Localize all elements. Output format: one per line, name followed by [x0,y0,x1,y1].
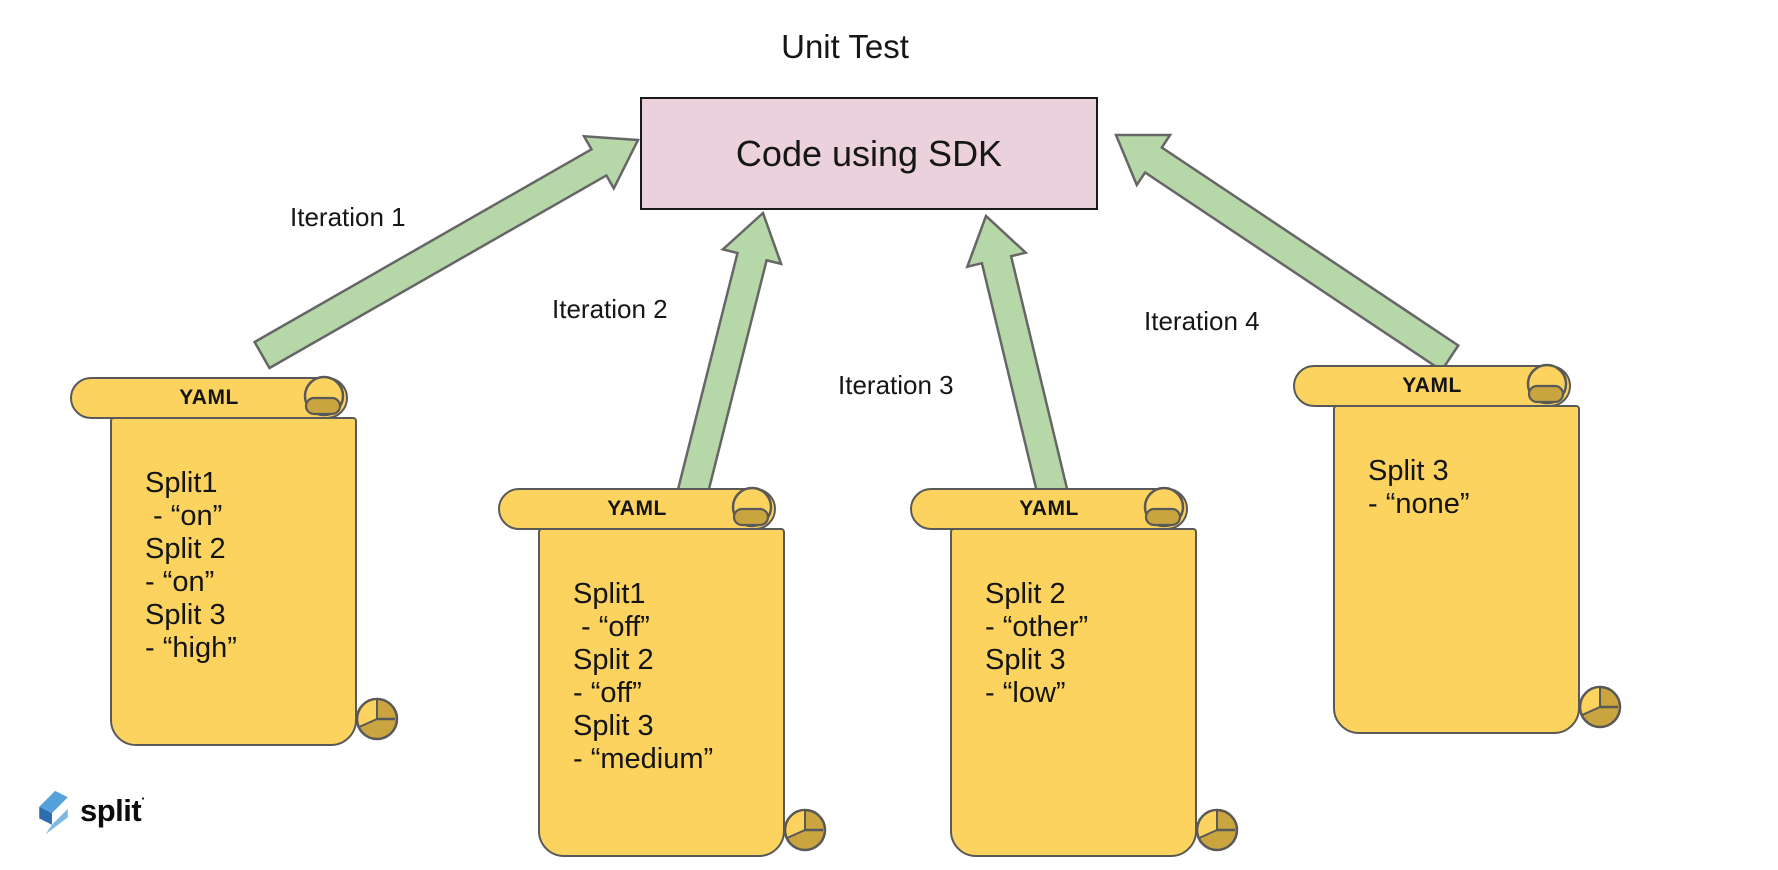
scroll-line: Split 2 [573,644,654,676]
iteration-2-label: Iteration 2 [552,294,668,324]
scroll-line: - “off” [573,611,650,643]
scroll-line: - “none” [1368,488,1470,520]
scroll-line: - “off” [573,677,642,709]
iteration-4-label: Iteration 4 [1144,306,1260,336]
code-using-sdk-box: Code using SDK [640,97,1098,210]
iteration-3-arrow [965,213,1072,509]
page-title: Unit Test [781,28,909,65]
yaml-label: YAML [1402,374,1462,397]
scroll-bottom-curl-icon [1195,808,1239,852]
scroll-top-curl-icon [1526,363,1568,405]
scroll-line: - “on” [145,566,215,598]
scroll-bottom-curl-icon [783,808,827,852]
iteration-2-arrow [673,210,784,509]
yaml-label: YAML [179,386,239,409]
split-logo-text: split [80,793,142,828]
yaml-scroll-1-header: YAML [70,377,348,419]
yaml-scroll-4-header: YAML [1293,365,1571,407]
scroll-line: Split1 [145,467,218,499]
scroll-top-curl-icon [1143,486,1185,528]
split-logo: split · [35,785,146,837]
scroll-line: - “low” [985,677,1066,709]
scroll-line: - “other” [985,611,1089,643]
scroll-line: Split 3 [145,599,226,631]
scroll-line: Split 2 [145,533,226,565]
scroll-line: - “medium” [573,743,714,775]
scroll-line: - “on” [145,500,223,532]
yaml-scroll-4-body: Split 3 - “none” [1333,405,1580,734]
yaml-scroll-1-body: Split1 - “on” Split 2 - “on” Split 3 - “… [110,417,357,746]
iteration-3-label: Iteration 3 [838,370,954,400]
iteration-1-label: Iteration 1 [290,202,406,232]
iteration-1-arrow [252,134,640,370]
scroll-line: Split 3 [1368,455,1449,487]
yaml-label: YAML [1019,497,1079,520]
yaml-scroll-2-body: Split1 - “off” Split 2 - “off” Split 3 -… [538,528,785,857]
scroll-bottom-curl-icon [355,697,399,741]
yaml-scroll-2-header: YAML [498,488,776,530]
scroll-line: Split 3 [573,710,654,742]
yaml-scroll-3-header: YAML [910,488,1188,530]
yaml-scroll-3-body: Split 2 - “other” Split 3 - “low” [950,528,1197,857]
scroll-line: Split 3 [985,644,1066,676]
scroll-bottom-curl-icon [1578,685,1622,729]
scroll-line: Split1 [573,578,646,610]
scroll-line: - “high” [145,632,237,664]
iteration-4-arrow [1114,133,1461,373]
split-logo-icon [39,790,68,835]
scroll-top-curl-icon [731,486,773,528]
scroll-line: Split 2 [985,578,1066,610]
scroll-top-curl-icon [303,375,345,417]
yaml-label: YAML [607,497,667,520]
code-using-sdk-label: Code using SDK [735,132,1003,174]
split-logo-trademark-dot: · [141,791,146,806]
